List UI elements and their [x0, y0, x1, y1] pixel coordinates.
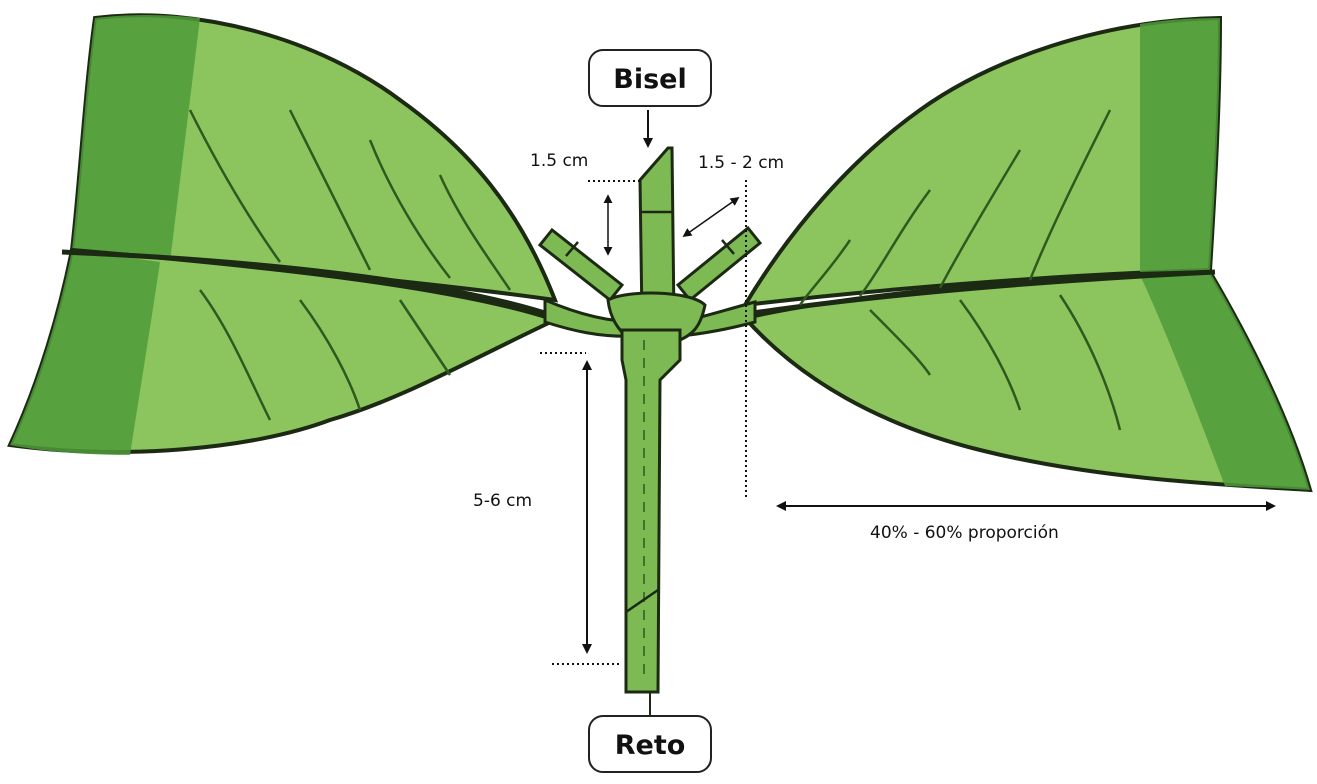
- right-leaf-upper-band: [1140, 18, 1220, 272]
- leaf-proportion-label: 40% - 60% proporción: [870, 523, 1059, 543]
- reto-label: Reto: [615, 730, 686, 761]
- branch-length-label: 1.5 - 2 cm: [698, 153, 784, 173]
- bevel-length-label: 1.5 cm: [530, 151, 588, 171]
- right-bud: [678, 228, 760, 300]
- left-leaf: [10, 15, 560, 455]
- branch-length-arrow: [684, 198, 738, 236]
- right-leaf: [740, 18, 1310, 490]
- stem-length-label: 5-6 cm: [473, 491, 532, 511]
- stem-lower: [622, 330, 680, 692]
- bisel-label: Bisel: [613, 64, 686, 95]
- stem: [608, 148, 705, 716]
